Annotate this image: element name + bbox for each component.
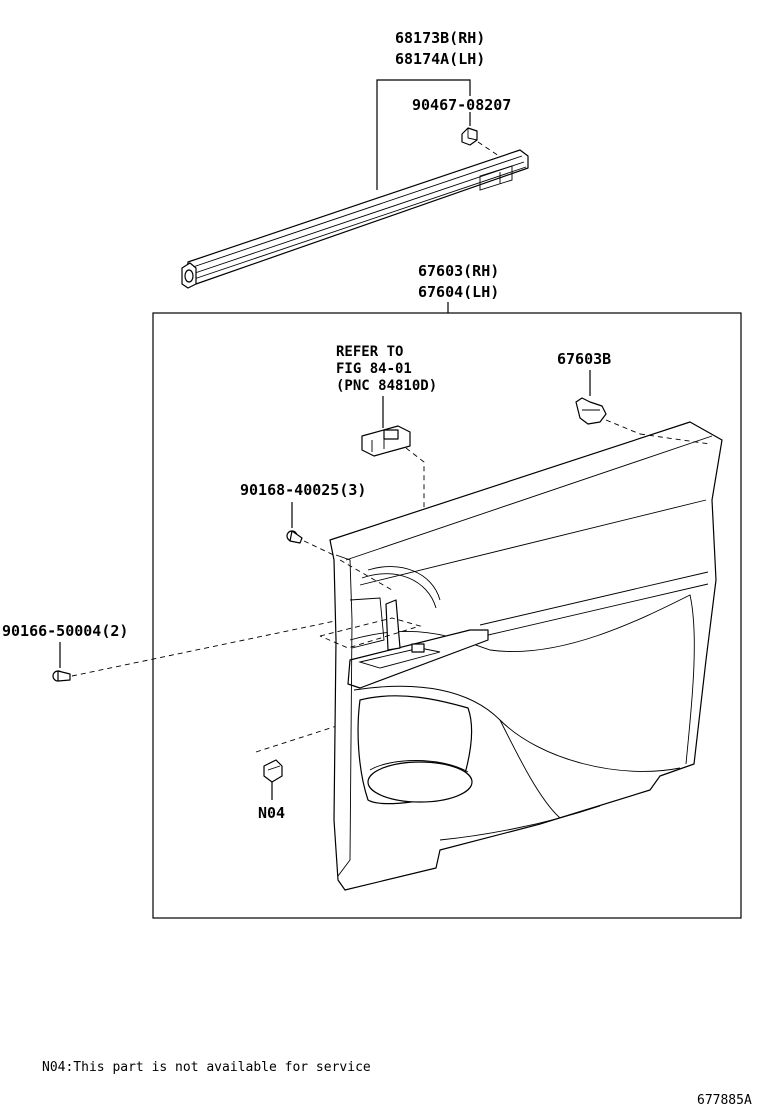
screw-3-icon	[286, 530, 341, 559]
label-board-rh: 67603(RH)	[418, 262, 499, 280]
label-n04: N04	[258, 804, 285, 822]
footnote-n04: N04:This part is not available for servi…	[42, 1060, 371, 1075]
label-screw-3: 90168-40025(3)	[240, 481, 366, 499]
trim-board-frame	[152, 312, 742, 919]
weatherstrip-clip-icon	[461, 127, 506, 161]
label-clip-board: 67603B	[557, 350, 611, 368]
weatherstrip-leader	[376, 79, 471, 190]
label-board-lh: 67604(LH)	[418, 283, 499, 301]
label-weatherstrip-lh: 68174A(LH)	[395, 50, 485, 68]
trim-clip-icon	[575, 397, 641, 435]
label-refer-to-3: (PNC 84810D)	[336, 378, 437, 394]
label-weatherstrip-rh: 68173B(RH)	[395, 29, 485, 47]
switch-bracket-icon	[361, 425, 425, 630]
label-refer-to-2: FIG 84-01	[336, 361, 412, 377]
label-refer-to-1: REFER TO	[336, 344, 403, 360]
label-clip-top: 90467-08207	[412, 96, 511, 114]
figure-id: 677885A	[697, 1093, 752, 1108]
door-trim-board	[319, 421, 723, 891]
screw-2-icon	[52, 619, 341, 682]
door-weatherstrip-rail	[181, 149, 529, 289]
label-screw-2: 90166-50004(2)	[2, 622, 128, 640]
